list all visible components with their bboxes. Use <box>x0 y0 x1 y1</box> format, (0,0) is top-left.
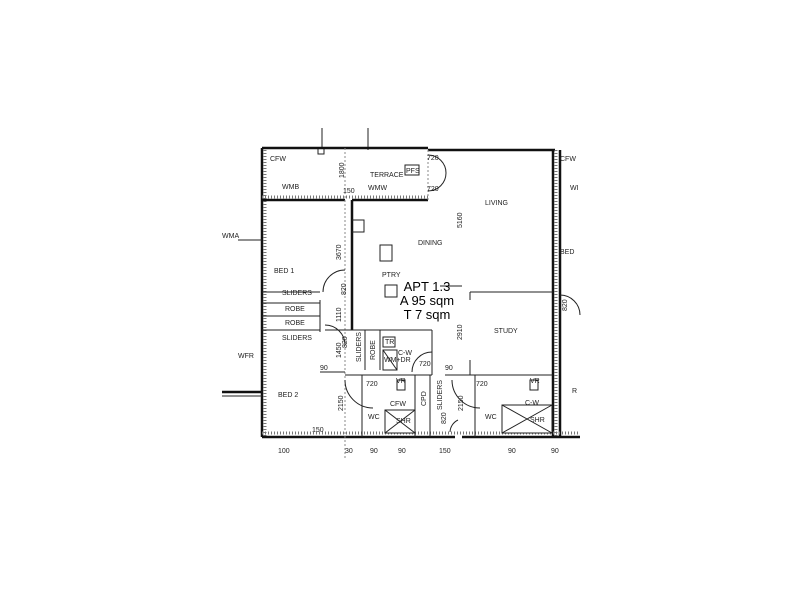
label-sliders: SLIDERS <box>356 332 363 362</box>
label-cw: C-W <box>398 350 412 357</box>
dim-label: 820 <box>562 299 569 311</box>
label-cupboard: CPD <box>421 391 428 406</box>
room-living: LIVING <box>485 200 508 207</box>
dim-label: 820 <box>341 283 348 295</box>
label-wc: WC <box>485 414 497 421</box>
dim-label: 150 <box>343 188 355 195</box>
bottom-dim: 90 <box>508 448 516 455</box>
dim-label: 3670 <box>336 244 343 260</box>
dim-label: 720 <box>366 381 378 388</box>
room-study: STUDY <box>494 328 518 335</box>
label-wmb: WMB <box>282 184 299 191</box>
label-robe: ROBE <box>285 306 305 313</box>
label-shower: SHR <box>396 418 411 425</box>
dimension-labels: 1800 150 720 720 5160 3670 820 1110 820 … <box>278 155 569 455</box>
label-cfw: CFW <box>270 156 286 163</box>
dim-label: 720 <box>427 155 439 162</box>
dim-label: 2150 <box>458 395 465 411</box>
label-cfw: CFW <box>390 401 406 408</box>
room-terrace: TERRACE <box>370 172 404 179</box>
label-robe: ROBE <box>285 320 305 327</box>
dim-label: 720 <box>419 361 431 368</box>
label-pfs: PFS <box>406 168 420 175</box>
label-shower: SHR <box>530 417 545 424</box>
dim-label: 720 <box>476 381 488 388</box>
apartment-area: A 95 sqm <box>400 293 454 308</box>
dim-label: 90 <box>320 365 328 372</box>
bottom-dim: 90 <box>398 448 406 455</box>
label-cw: C-W <box>525 400 539 407</box>
label-tr: TR <box>385 339 394 346</box>
terrace-area: T 7 sqm <box>404 307 451 322</box>
label-sliders: SLIDERS <box>282 290 312 297</box>
dim-label: 720 <box>427 186 439 193</box>
bottom-dim: 150 <box>439 448 451 455</box>
label-wi: WI <box>570 185 579 192</box>
label-vr: VR <box>530 378 540 385</box>
label-wma: WMA <box>222 233 239 240</box>
room-bed-1: BED 1 <box>274 268 294 275</box>
bottom-dim: 90 <box>370 448 378 455</box>
apartment-name: APT 1.3 <box>404 279 451 294</box>
bottom-dim: 30 <box>345 448 353 455</box>
room-pantry: PTRY <box>382 272 401 279</box>
room-neighbour-r: R <box>572 388 577 395</box>
dim-label: 2150 <box>338 395 345 411</box>
fixture-labels: CFW CFW CFW C-W C-W PFS WMB WMW WMA WFR … <box>222 156 579 425</box>
dim-label: 90 <box>445 365 453 372</box>
dim-label: 5160 <box>457 212 464 228</box>
label-cfw: CFW <box>560 156 576 163</box>
label-wmw: WMW <box>368 185 387 192</box>
dim-label: 1450 <box>336 342 343 358</box>
bottom-dim: 100 <box>278 448 290 455</box>
room-bed-2: BED 2 <box>278 392 298 399</box>
dim-label: 1800 <box>339 162 346 178</box>
label-robe: ROBE <box>370 340 377 360</box>
label-sliders: SLIDERS <box>282 335 312 342</box>
room-dining: DINING <box>418 240 443 247</box>
bottom-dim: 90 <box>551 448 559 455</box>
label-wm-dr: WM+DR <box>384 357 411 364</box>
dim-label: 820 <box>342 336 349 348</box>
label-vr: VR <box>396 378 406 385</box>
dim-label: 2910 <box>457 324 464 340</box>
room-neighbour-bed: BED <box>560 249 574 256</box>
label-sliders: SLIDERS <box>437 380 444 410</box>
label-wc: WC <box>368 414 380 421</box>
dim-label: 820 <box>441 412 448 424</box>
dim-label: 1110 <box>336 307 343 322</box>
dim-label: 150 <box>312 427 324 434</box>
walls <box>222 128 581 460</box>
label-wfr: WFR <box>238 353 254 360</box>
